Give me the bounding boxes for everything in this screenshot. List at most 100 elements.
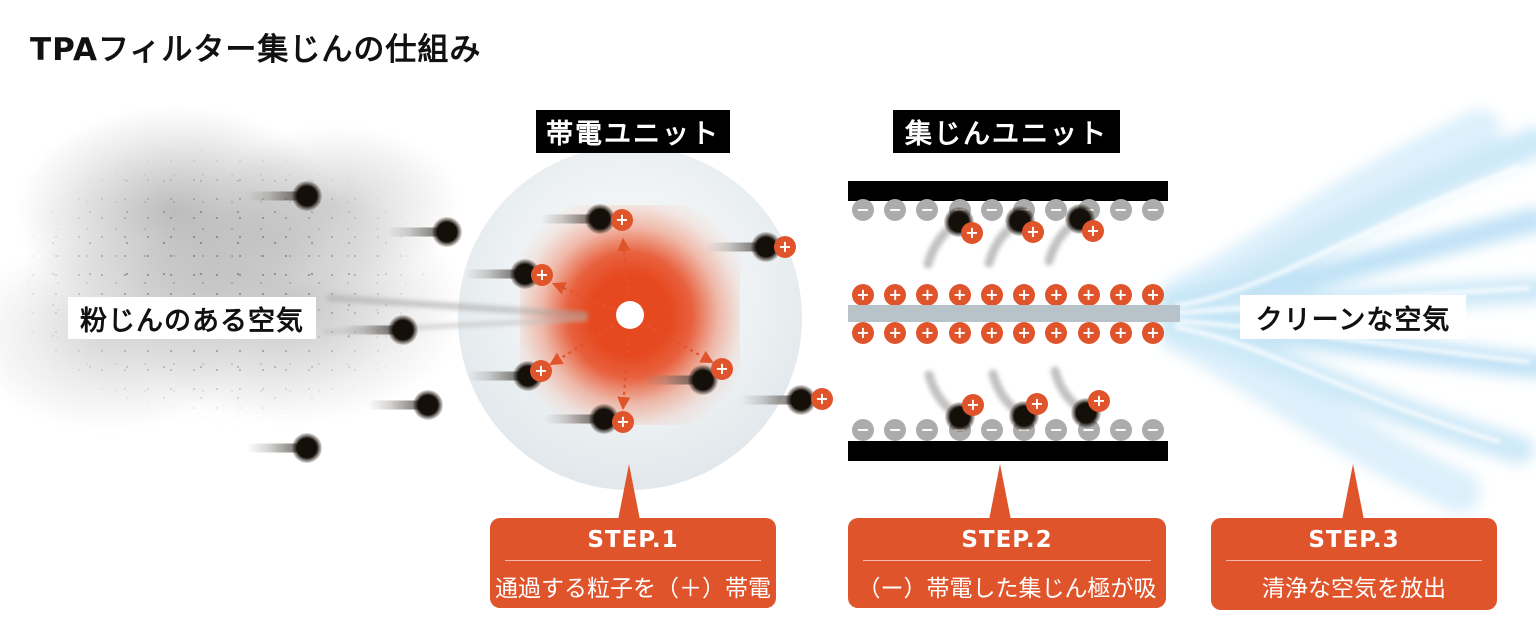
plus-charge-icon: + (1141, 284, 1164, 306)
plus-charge-icon: + (961, 222, 983, 244)
plus-charge-icon: + (980, 322, 1003, 344)
plus-charge-row-upper: ++++++++++ (852, 284, 1164, 306)
minus-electrode-row-bottom: −−−−−−−−−− (852, 419, 1164, 441)
plus-charge-icon: + (962, 394, 984, 416)
dust-particle: + (540, 204, 633, 234)
step-2-title: STEP.2 (961, 527, 1053, 553)
plus-charge-icon: + (884, 284, 907, 306)
dust-cloud-speckles (0, 80, 530, 490)
dirty-air-label: 粉じんのある空気 (68, 297, 316, 339)
plus-charge-icon: + (884, 322, 907, 344)
plus-charge-icon: + (1013, 284, 1036, 306)
minus-charge-icon: − (1109, 419, 1132, 441)
step-3-pointer-icon (1342, 464, 1364, 520)
plus-charge-icon: + (852, 322, 874, 344)
step-2-card: STEP.2 （ー）帯電した集じん極が吸着 (848, 464, 1166, 636)
motion-trail (741, 395, 803, 405)
minus-charge-icon: − (980, 419, 1003, 441)
plus-charge-icon: + (530, 360, 552, 382)
minus-charge-icon: − (1045, 199, 1068, 221)
particle-dot (413, 390, 443, 420)
step-1-title: STEP.1 (587, 527, 679, 553)
step-2-description: （ー）帯電した集じん極が吸着 (857, 576, 1157, 636)
motion-trail (540, 214, 602, 224)
motion-trail (465, 269, 527, 279)
plus-charge-icon: + (1045, 322, 1068, 344)
dust-particle: + (1071, 390, 1110, 428)
dust-particle: + (544, 404, 634, 434)
step-2-pointer-icon (989, 464, 1011, 520)
dust-particle: + (643, 358, 733, 395)
charging-unit-label: 帯電ユニット (536, 110, 730, 153)
minus-charge-icon: − (1141, 419, 1164, 441)
plus-charge-icon: + (916, 322, 939, 344)
minus-charge-icon: − (916, 199, 939, 221)
plus-charge-icon: + (711, 358, 733, 380)
dust-particle (387, 217, 462, 247)
minus-charge-icon: − (884, 199, 907, 221)
motion-trail (544, 414, 606, 424)
particle-dot (388, 315, 418, 345)
plus-charge-icon: + (1109, 322, 1132, 344)
plus-charge-icon: + (1022, 221, 1044, 243)
step-3-card: STEP.3 清浄な空気を放出 (1211, 464, 1497, 610)
dust-particle: + (465, 259, 553, 289)
particle-dot (432, 217, 462, 247)
step-3-title: STEP.3 (1308, 527, 1400, 553)
motion-trail (387, 227, 449, 237)
step-2-divider (863, 560, 1151, 561)
plus-charge-icon: + (774, 236, 796, 258)
minus-charge-icon: − (1141, 199, 1164, 221)
dust-particle: + (468, 360, 552, 391)
plus-charge-icon: + (1077, 322, 1100, 344)
step-1-card: STEP.1 通過する粒子を（＋）帯電 (490, 464, 776, 608)
dust-particle (368, 390, 443, 420)
minus-charge-icon: − (852, 419, 874, 441)
particle-dot (585, 204, 615, 234)
step-1-divider (505, 560, 761, 561)
collector-center-electrode (848, 305, 1180, 322)
plus-charge-icon: + (916, 284, 939, 306)
plus-charge-icon: + (531, 264, 553, 286)
collector-plate-top (848, 181, 1168, 201)
plus-charge-icon: + (611, 209, 633, 231)
dust-particle (343, 315, 418, 345)
clean-air-label: クリーンな空気 (1240, 295, 1466, 339)
dust-particle: + (944, 207, 983, 244)
step-1-description: 通過する粒子を（＋）帯電 (495, 576, 771, 602)
plus-charge-icon: + (811, 388, 833, 410)
plus-charge-icon: + (980, 284, 1003, 306)
minus-charge-icon: − (884, 419, 907, 441)
step-3-description: 清浄な空気を放出 (1262, 576, 1446, 602)
plus-charge-icon: + (1077, 284, 1100, 306)
plus-charge-icon: + (1088, 390, 1110, 412)
plus-charge-icon: + (948, 322, 971, 344)
motion-trail (706, 242, 768, 252)
page-title: TPAフィルター集じんの仕組み (30, 32, 482, 68)
step-3-divider (1226, 560, 1482, 561)
dust-particle: + (945, 394, 984, 432)
plus-charge-icon: + (612, 411, 634, 433)
plus-charge-icon: + (1026, 393, 1048, 415)
dust-particle: + (1009, 393, 1048, 431)
plus-charge-icon: + (1141, 322, 1164, 344)
collecting-unit-label: 集じんユニット (893, 110, 1120, 153)
dust-particle: + (1005, 206, 1044, 243)
minus-charge-icon: − (916, 419, 939, 441)
dust-particle (247, 433, 322, 463)
plus-charge-icon: + (1013, 322, 1036, 344)
particle-dot (292, 181, 322, 211)
step-1-pointer-icon (618, 464, 640, 520)
plus-charge-icon: + (948, 284, 971, 306)
motion-trail (247, 191, 309, 201)
motion-trail (468, 371, 530, 381)
dust-particle: + (741, 385, 833, 415)
minus-charge-icon: − (852, 199, 874, 221)
minus-charge-icon: − (1109, 199, 1132, 221)
particle-dot (292, 433, 322, 463)
collector-plate-bottom (848, 441, 1168, 461)
motion-trail (643, 375, 705, 385)
motion-trail (247, 443, 309, 453)
dust-particle: + (1065, 204, 1104, 242)
